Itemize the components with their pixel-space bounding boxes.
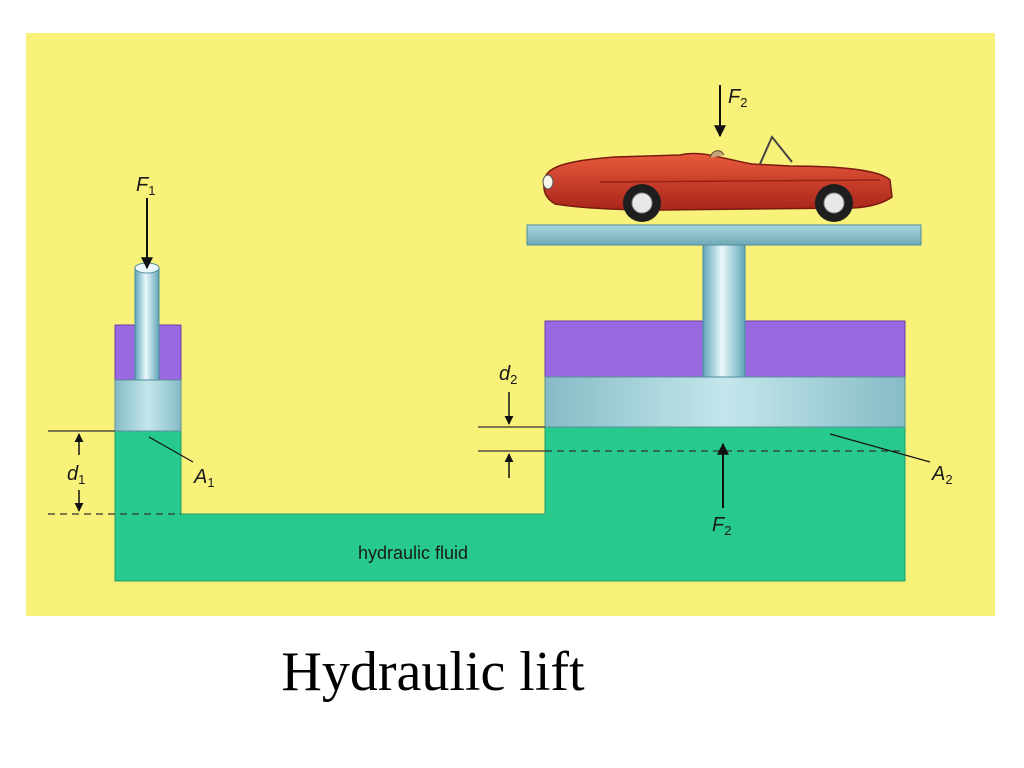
label-f2-bottom: F2 — [712, 514, 731, 538]
page-title: Hydraulic lift — [281, 641, 585, 703]
label-d1: d1 — [67, 463, 85, 487]
car — [542, 135, 893, 222]
label-a1: A1 — [193, 466, 215, 490]
label-f2-top: F2 — [728, 86, 747, 110]
label-a2: A2 — [931, 463, 953, 487]
large-piston-rod — [702, 243, 746, 378]
hydraulic-lift-diagram: F1 F2 F2 A1 A2 d1 d2 hydraulic fluid — [26, 33, 995, 616]
label-d2: d2 — [499, 363, 517, 387]
lift-platform — [526, 224, 922, 246]
a2-leader-line — [829, 433, 931, 463]
label-f1: F1 — [136, 174, 155, 198]
a1-leader-line — [148, 436, 194, 463]
large-piston — [544, 376, 906, 428]
label-hydraulic-fluid: hydraulic fluid — [358, 543, 468, 563]
small-piston-rod — [134, 267, 160, 381]
small-piston — [114, 379, 182, 432]
